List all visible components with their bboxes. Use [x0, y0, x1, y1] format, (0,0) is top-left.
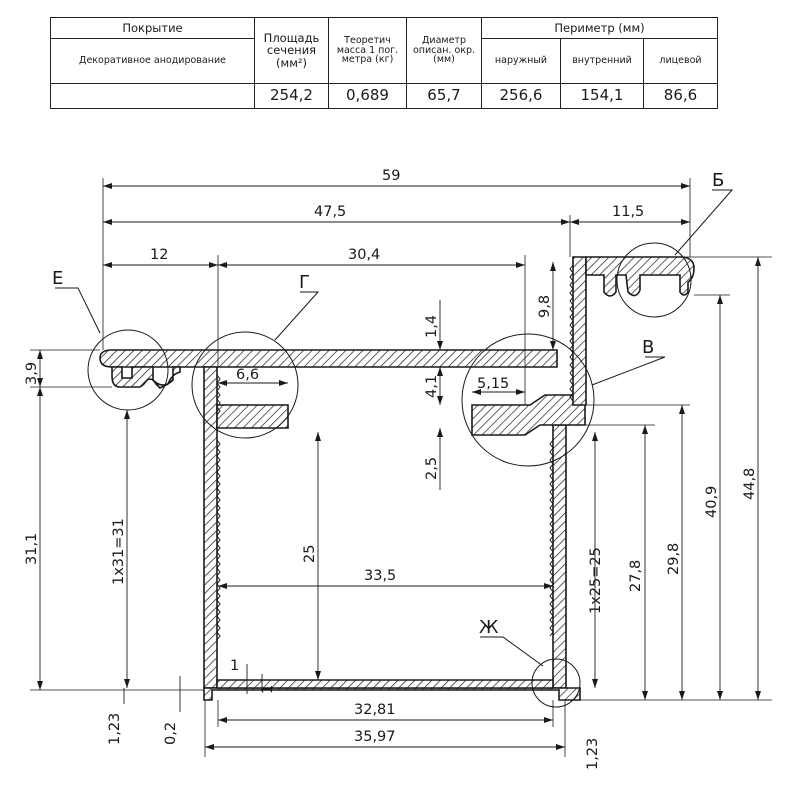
detail-circle-v [461, 333, 595, 467]
callout-leaders [55, 189, 734, 667]
detail-circles [87, 242, 692, 708]
dim-pitch-1x31: 1x31=31 [111, 518, 127, 585]
mass-header: Теоретич масса 1 пог. метра (кг) [328, 17, 407, 84]
callout-g-label: Г [299, 272, 310, 293]
callout-b-label: Б [712, 170, 724, 191]
dim-height-4-1: 4,1 [424, 375, 440, 398]
dim-width-47-5: 47,5 [314, 204, 346, 220]
dim-width-12: 12 [150, 247, 168, 263]
dim-width-5-15: 5,15 [477, 376, 509, 392]
dim-height-1-23-right: 1,23 [585, 738, 601, 770]
dim-width-6-6: 6,6 [236, 367, 259, 383]
right-serration [549, 439, 554, 637]
dim-height-27-8: 27,8 [628, 560, 644, 592]
dim-thickness-1-side: 1 [260, 685, 276, 694]
detail-circle-b [616, 242, 692, 318]
profile-section [99, 256, 695, 701]
dim-height-25: 25 [302, 545, 318, 563]
dim-height-29-8: 29,8 [666, 543, 682, 575]
mass-value: 0,689 [328, 83, 407, 109]
dim-height-31-1: 31,1 [24, 533, 40, 565]
extension-lines [30, 178, 772, 757]
left-slot-block [216, 404, 289, 429]
callout-e-label: Е [52, 268, 63, 289]
bottom-plate [203, 687, 581, 701]
callout-zh-label: Ж [479, 617, 499, 638]
dim-height-44-8: 44,8 [742, 468, 758, 500]
dim-width-30-4: 30,4 [348, 247, 380, 263]
dim-gap-0-2: 0,2 [163, 722, 179, 745]
spec-table: Покрытие Площадь сечения (мм²) Теоретич … [50, 17, 718, 109]
dim-width-11-5: 11,5 [612, 204, 644, 220]
inner-perimeter-header: внутренний [560, 38, 644, 84]
dim-height-1-23-left: 1,23 [107, 713, 123, 745]
dim-width-35-97: 35,97 [354, 729, 396, 745]
dim-overall-width: 59 [382, 168, 400, 184]
left-hook [111, 366, 181, 389]
detail-circle-e [87, 329, 169, 411]
dim-height-40-9: 40,9 [704, 486, 720, 518]
face-perimeter-header: лицевой [643, 38, 718, 84]
top-flange [99, 349, 558, 368]
outer-perimeter-value: 256,6 [481, 83, 561, 109]
dim-height-2-5: 2,5 [424, 457, 440, 480]
riser-serration [569, 264, 574, 402]
dim-height-9-8: 9,8 [537, 295, 553, 318]
right-top-hook [585, 256, 695, 297]
detail-circle-zh [531, 658, 581, 708]
bottom-inner-plate [216, 679, 554, 689]
outer-perimeter-header: наружный [481, 38, 561, 84]
area-value: 254,2 [254, 83, 329, 109]
dimension-lines [37, 183, 761, 750]
left-tube-wall [203, 366, 218, 689]
dim-height-3-9: 3,9 [24, 362, 40, 385]
detail-circle-g [191, 331, 299, 439]
right-tube-wall [552, 424, 567, 689]
face-perimeter-value: 86,6 [643, 83, 718, 109]
coating-empty-cell [50, 83, 255, 109]
dim-width-32-81: 32,81 [354, 702, 396, 718]
callout-v-label: В [642, 337, 654, 358]
dim-thickness-1-4: 1,4 [424, 315, 440, 338]
vertical-riser [572, 256, 587, 406]
right-step-block [471, 394, 586, 436]
diameter-header: Диаметр описан. окр. (мм) [406, 17, 482, 84]
dim-thickness-1-bottom: 1 [230, 658, 239, 674]
dim-pitch-1x25: 1x25=25 [588, 547, 604, 614]
dim-width-33-5: 33,5 [364, 568, 396, 584]
diameter-value: 65,7 [406, 83, 482, 109]
